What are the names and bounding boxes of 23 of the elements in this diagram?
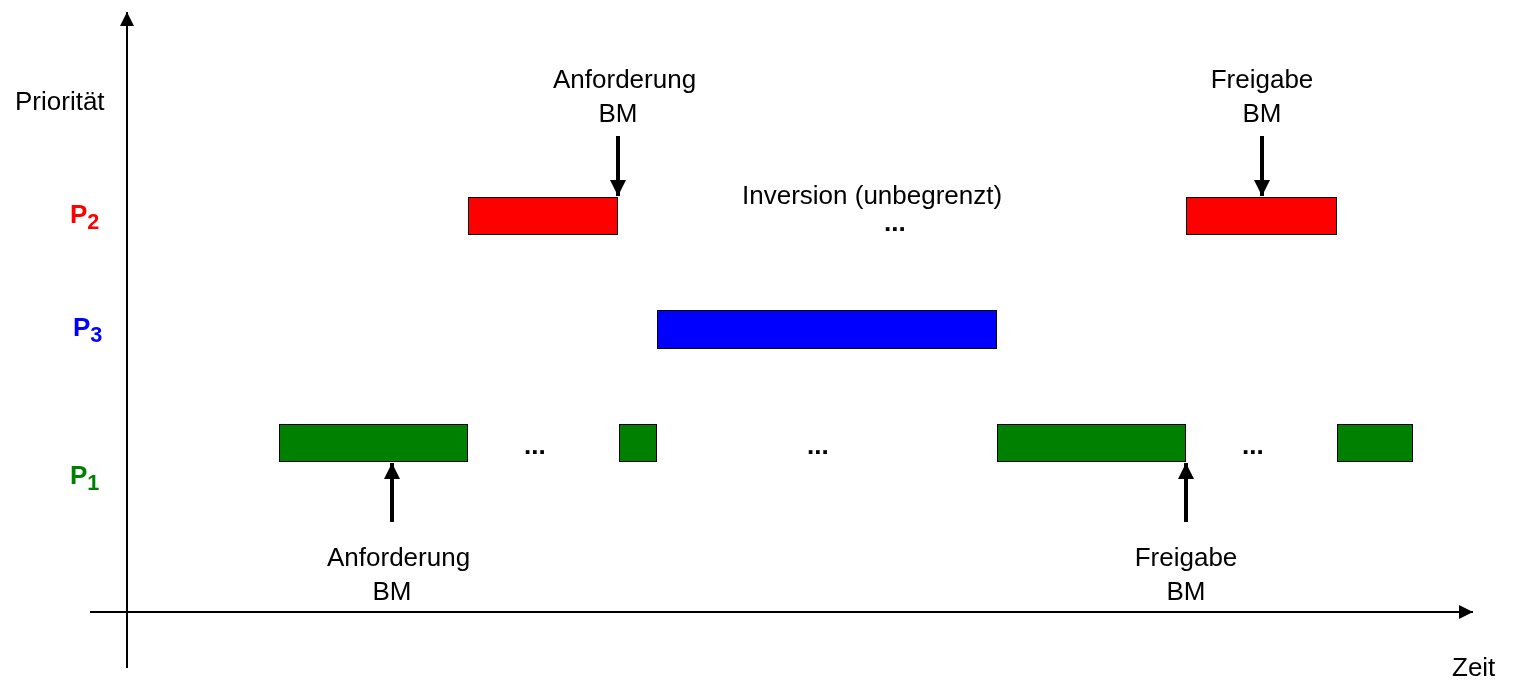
arrow [384,463,400,522]
arrow [610,136,626,196]
annotation-text: Freigabe BM [1177,62,1347,130]
ellipsis: ... [807,429,829,462]
priority-label: P$_{3}$ [73,311,103,350]
process-bar [1186,197,1337,235]
annotation-text: Anforderung BM [307,540,477,608]
priority-label: P$_{2}$ [70,198,100,237]
annotation-text: Anforderung BM [533,62,703,130]
axis-label: Zeit [1452,651,1496,684]
axis-label: Priorität [15,85,105,118]
ellipsis: ... [1242,429,1264,462]
annotation-text: Freigabe BM [1101,540,1271,608]
arrow [1178,463,1194,522]
process-bar [619,424,657,462]
ellipsis: ... [524,429,546,462]
process-bar [657,310,997,349]
arrow [1254,136,1270,196]
process-bar [1337,424,1413,462]
process-bar [997,424,1186,462]
process-bar [468,197,618,235]
priority-label: P$_{1}$ [70,459,100,498]
process-bar [279,424,468,462]
